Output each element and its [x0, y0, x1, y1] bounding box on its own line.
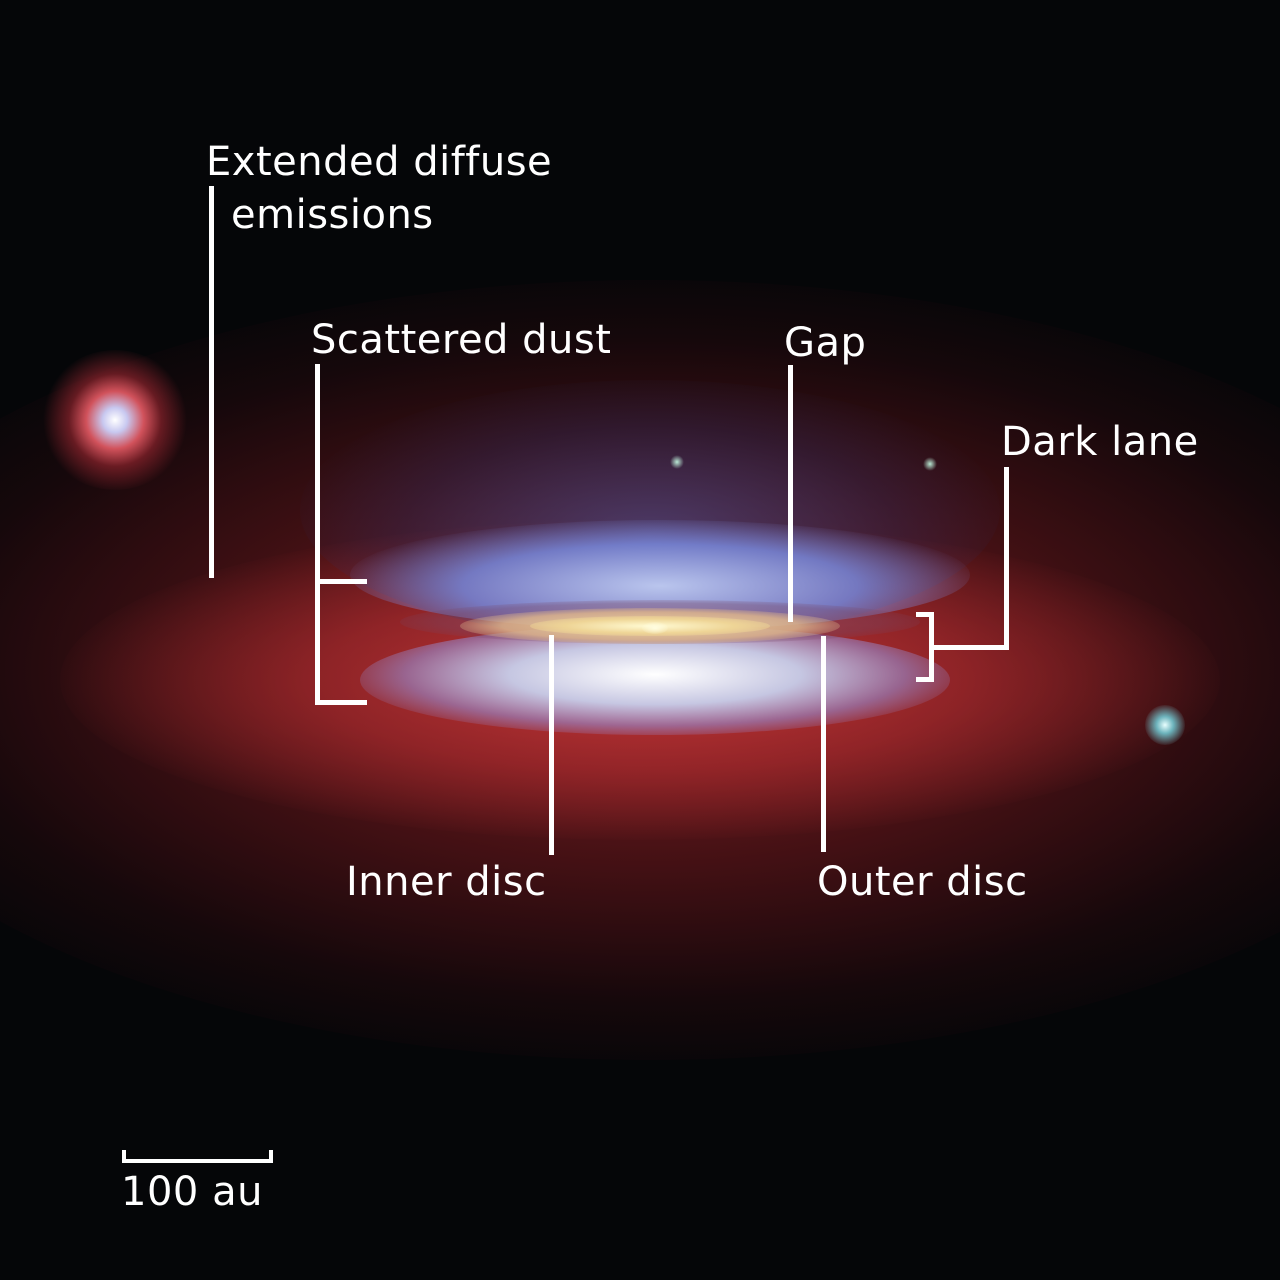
- label-gap: Gap: [784, 320, 867, 366]
- bracket-dark-lane-top: [916, 612, 934, 617]
- faint-star-1: [670, 455, 684, 469]
- bracket-dark-lane-vertical: [929, 612, 934, 682]
- label-emissions: emissions: [231, 192, 434, 238]
- label-outer-disc: Outer disc: [817, 859, 1028, 905]
- star-right: [1145, 705, 1185, 745]
- leader-line-extended: [209, 186, 214, 578]
- scale-bar-left-tick: [122, 1150, 126, 1163]
- bracket-scattered-top: [315, 579, 367, 584]
- scale-bar-right-tick: [269, 1150, 273, 1163]
- leader-line-outer-disc: [821, 636, 826, 852]
- leader-line-inner-disc: [549, 635, 554, 855]
- central-star: [642, 622, 668, 634]
- label-dark-lane: Dark lane: [1001, 419, 1199, 465]
- scale-bar-line: [122, 1159, 273, 1163]
- label-extended-diffuse: Extended diffuse: [206, 139, 553, 185]
- scale-bar-label: 100 au: [121, 1169, 263, 1215]
- leader-line-dark-lane-vertical: [1004, 467, 1009, 650]
- leader-line-gap: [788, 365, 793, 622]
- label-scattered-dust: Scattered dust: [311, 317, 612, 363]
- bracket-dark-lane-bottom: [916, 677, 934, 682]
- bracket-scattered-vertical: [315, 364, 320, 705]
- leader-line-dark-lane-horizontal: [931, 645, 1009, 650]
- bright-star-left: [40, 350, 190, 490]
- faint-star-2: [923, 457, 937, 471]
- label-inner-disc: Inner disc: [346, 859, 547, 905]
- bracket-scattered-bottom: [315, 700, 367, 705]
